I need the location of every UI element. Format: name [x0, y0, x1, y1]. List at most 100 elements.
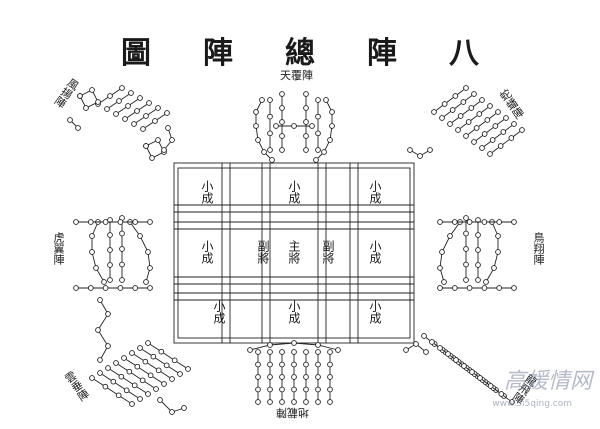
soldier-dot	[497, 143, 504, 149]
soldier-dot	[155, 137, 161, 143]
top-left-formation-tail2	[161, 125, 175, 153]
soldier-dot	[491, 265, 497, 271]
soldier-dot	[291, 386, 297, 393]
soldier-dot	[73, 285, 79, 291]
formation-label-top: 天覆陣	[280, 69, 313, 82]
soldier-dot	[303, 374, 309, 380]
title-char-1: 圖	[121, 36, 151, 71]
soldier-dot	[267, 386, 273, 393]
grid-top-center: 小成	[287, 180, 301, 204]
soldier-dot	[140, 126, 146, 132]
left-formation-arc-outer	[89, 219, 107, 285]
soldier-dot	[484, 117, 491, 123]
bottom-formation-col-1	[255, 349, 261, 405]
soldier-dot	[463, 277, 469, 283]
soldier-dot	[496, 219, 503, 225]
top-left-formation-row-6	[140, 110, 170, 132]
soldier-dot	[315, 361, 321, 368]
soldier-dot	[155, 105, 161, 111]
soldier-dot	[121, 355, 127, 361]
soldier-dot	[161, 381, 167, 387]
soldier-dot	[500, 129, 507, 135]
soldier-dot	[157, 397, 163, 403]
soldier-dot	[315, 374, 321, 380]
top-formation-arc-right	[313, 97, 335, 163]
soldier-dot	[487, 103, 493, 109]
watermark-url: www.5i5qing.com	[492, 399, 572, 409]
soldier-dot	[267, 97, 273, 103]
soldier-dot	[313, 157, 319, 163]
soldier-dot	[463, 85, 469, 91]
grid-mid-right-inner: 副將	[321, 240, 335, 264]
soldier-dot	[466, 285, 473, 291]
soldier-dot	[511, 121, 517, 127]
top-left-formation-row-3	[113, 95, 143, 117]
soldier-dot	[279, 349, 285, 355]
right-formation-col-1	[475, 217, 481, 283]
soldier-dot	[481, 131, 488, 137]
soldier-dot	[126, 368, 133, 375]
soldier-dot	[463, 215, 469, 221]
soldier-dot	[437, 345, 443, 351]
top-left-formation-row-1	[95, 85, 125, 107]
soldier-dot	[89, 249, 95, 255]
soldier-dot	[95, 327, 101, 333]
soldier-dot	[303, 119, 309, 125]
soldier-dot	[267, 113, 273, 120]
soldier-dot	[104, 106, 110, 112]
soldier-dot	[327, 361, 333, 368]
top-left-formation-box	[77, 87, 101, 111]
soldier-dot	[273, 123, 279, 129]
soldier-dot	[437, 285, 443, 291]
soldier-dot	[142, 358, 149, 365]
soldier-dot	[323, 97, 329, 103]
soldier-dot	[158, 348, 165, 355]
bottom-formation-col-6	[315, 349, 321, 405]
bottom-left-formation-row-2	[97, 370, 143, 402]
soldier-dot	[107, 262, 113, 268]
soldier-dot	[303, 386, 309, 393]
soldier-dot	[75, 125, 81, 131]
soldier-dot	[147, 372, 154, 379]
soldier-dot	[134, 363, 141, 370]
bottom-formation-arc	[247, 340, 341, 353]
right-formation-arc-inner	[437, 219, 463, 285]
grid-mid-right: 小成	[368, 240, 382, 264]
soldier-dot	[508, 135, 515, 141]
soldier-dot	[291, 399, 297, 405]
soldier-dot	[87, 285, 94, 291]
soldier-dot	[291, 123, 297, 129]
soldier-dot	[253, 123, 259, 129]
soldier-dot	[150, 353, 157, 360]
bottom-formation-col-5	[303, 349, 309, 405]
top-left-formation-row-2	[104, 90, 134, 112]
soldier-dot	[255, 349, 261, 355]
soldier-dot	[129, 401, 135, 407]
soldier-dot	[427, 147, 433, 153]
soldier-dot	[105, 365, 111, 371]
soldier-dot	[503, 115, 509, 121]
soldier-dot	[327, 386, 333, 393]
soldier-dot	[134, 108, 140, 114]
soldier-dot	[303, 399, 309, 405]
soldier-dot	[279, 399, 285, 405]
top-left-formation-row-5	[131, 105, 161, 127]
grid-mid-left: 小成	[200, 240, 214, 264]
soldier-dot	[122, 116, 128, 122]
soldier-dot	[475, 232, 481, 238]
top-formation-col-4	[315, 97, 321, 153]
soldier-dot	[469, 369, 475, 375]
left-formation-arc-inner	[127, 219, 153, 285]
soldier-dot	[145, 391, 151, 397]
soldier-dot	[129, 350, 135, 356]
soldier-dot	[473, 125, 480, 131]
soldier-dot	[125, 103, 131, 109]
diagram-title: 圖 陣 總 陣 八	[0, 28, 600, 71]
soldier-dot	[113, 360, 119, 366]
top-right-formation-row-5	[463, 109, 501, 139]
top-left-formation-row-4	[122, 100, 152, 122]
soldier-dot	[132, 285, 139, 291]
soldier-dot	[149, 155, 155, 161]
soldier-dot	[279, 386, 285, 393]
